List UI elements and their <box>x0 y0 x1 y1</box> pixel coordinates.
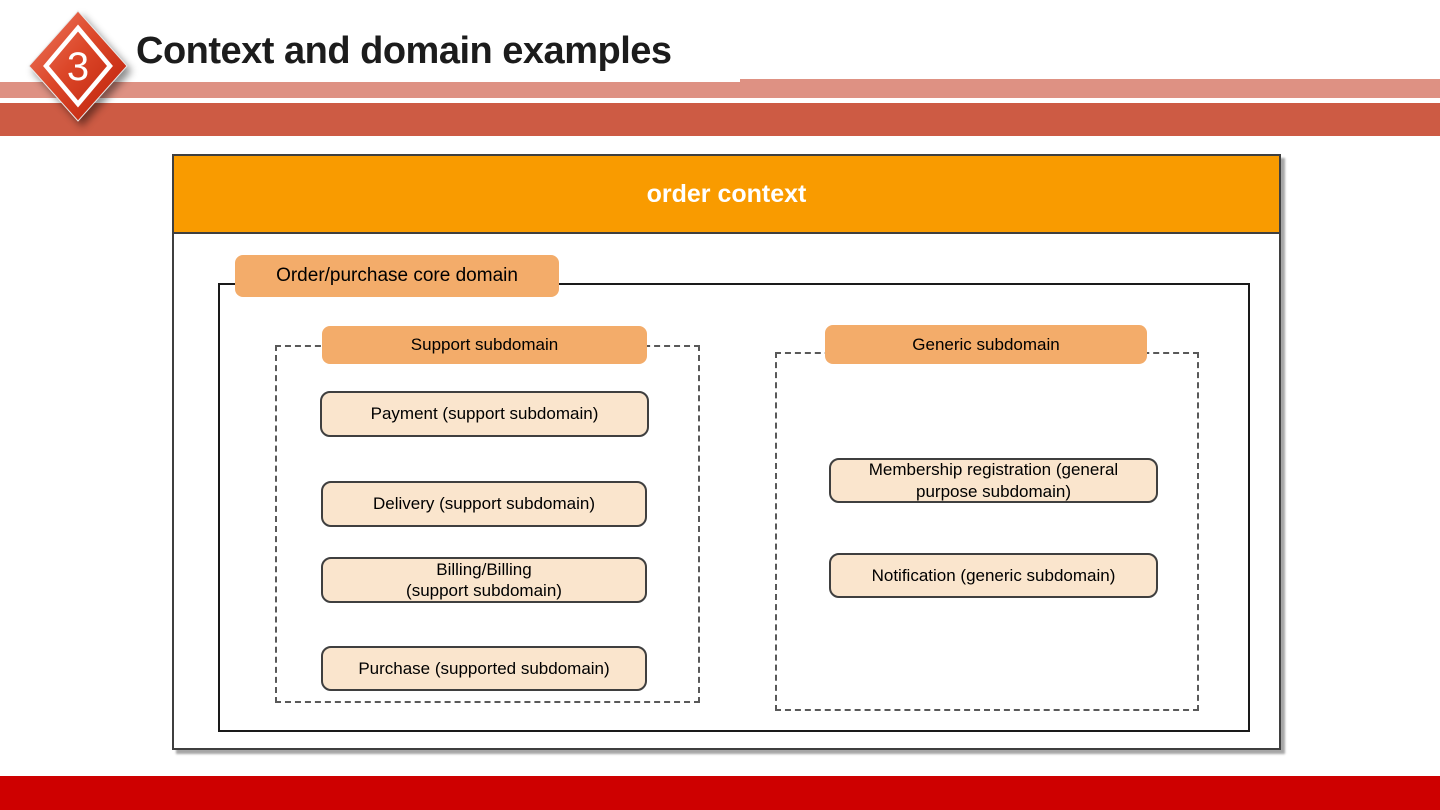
generic-subdomain-group-box <box>775 352 1199 711</box>
billing-subdomain-box: Billing/Billing (support subdomain) <box>321 557 647 603</box>
header-accent-bar-light <box>0 79 1440 98</box>
support-subdomain-label: Support subdomain <box>410 335 559 354</box>
core-domain-label: Order/purchase core domain <box>276 265 518 286</box>
core-domain-tab: Order/purchase core domain <box>235 255 559 297</box>
page-title: Context and domain examples <box>136 30 672 72</box>
payment-subdomain-box: Payment (support subdomain) <box>320 391 649 437</box>
purchase-subdomain-box: Purchase (supported subdomain) <box>321 646 647 691</box>
membership-subdomain-box: Membership registration (general purpose… <box>829 458 1158 503</box>
slide-number-diamond-icon: 3 <box>28 10 128 122</box>
order-context-title: order context <box>646 179 807 208</box>
generic-subdomain-tab: Generic subdomain <box>825 325 1147 364</box>
order-context-box: order context Order/purchase core domain… <box>172 154 1281 750</box>
order-context-header: order context <box>174 156 1279 234</box>
support-subdomain-tab: Support subdomain <box>322 326 647 364</box>
header-accent-bar-dark <box>0 103 1440 136</box>
diamond-inner-outline <box>43 24 113 108</box>
diamond-shape <box>28 10 128 122</box>
footer-bar <box>0 776 1440 810</box>
delivery-subdomain-box: Delivery (support subdomain) <box>321 481 647 527</box>
notification-subdomain-box: Notification (generic subdomain) <box>829 553 1158 598</box>
slide-number-label: 3 <box>67 45 89 89</box>
generic-subdomain-label: Generic subdomain <box>912 334 1060 354</box>
